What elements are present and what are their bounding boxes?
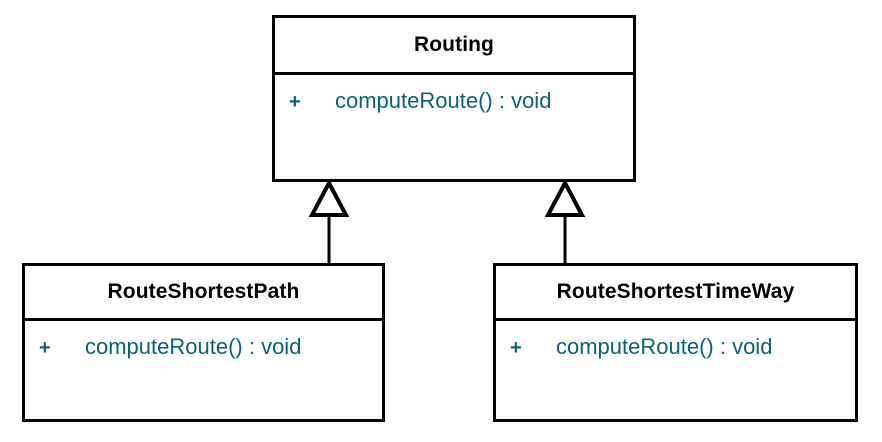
uml-class-name-route-shortest-path: RouteShortestPath: [107, 280, 300, 303]
uml-operations-compartment-route-shortest-path: + computeRoute() : void: [25, 321, 382, 422]
uml-visibility-marker: +: [39, 337, 51, 359]
uml-operation-signature: computeRoute() : void: [556, 334, 773, 359]
uml-class-route-shortest-time-way[interactable]: RouteShortestTimeWay + computeRoute() : …: [493, 263, 858, 422]
uml-compartment-divider: [496, 318, 855, 321]
uml-operations-compartment-route-shortest-time-way: + computeRoute() : void: [496, 321, 855, 422]
uml-operations-compartment-routing: + computeRoute() : void: [275, 75, 633, 179]
uml-visibility-marker: +: [289, 91, 301, 113]
uml-compartment-divider: [25, 318, 382, 321]
uml-visibility-marker: +: [510, 337, 522, 359]
uml-operation-row[interactable]: + computeRoute() : void: [275, 87, 633, 116]
hollow-triangle-arrowhead-icon: [544, 178, 586, 217]
uml-operation-row[interactable]: + computeRoute() : void: [25, 333, 382, 362]
uml-class-route-shortest-path[interactable]: RouteShortestPath + computeRoute() : voi…: [22, 263, 385, 422]
hollow-triangle-arrowhead-icon: [308, 178, 350, 217]
uml-compartment-divider: [275, 72, 633, 75]
uml-class-name-route-shortest-time-way: RouteShortestTimeWay: [556, 280, 795, 303]
uml-class-routing[interactable]: Routing + computeRoute() : void: [272, 15, 636, 182]
uml-operation-signature: computeRoute() : void: [335, 88, 552, 113]
generalization-arrow-route-shortest-time-way[interactable]: [536, 178, 596, 266]
generalization-arrow-route-shortest-path[interactable]: [300, 178, 360, 266]
uml-class-name-routing: Routing: [413, 33, 494, 56]
uml-operation-signature: computeRoute() : void: [85, 334, 302, 359]
uml-operation-row[interactable]: + computeRoute() : void: [496, 333, 855, 362]
